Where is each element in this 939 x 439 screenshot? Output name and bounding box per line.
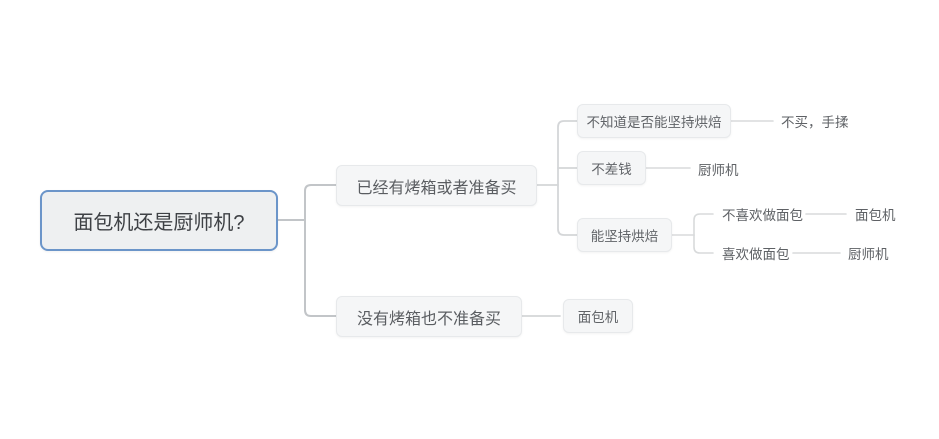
- leaf-stand-mixer-rich[interactable]: 厨师机: [698, 160, 739, 178]
- leaf-like-making-bread[interactable]: 喜欢做面包: [722, 244, 790, 262]
- leaf-dislike-making-bread[interactable]: 不喜欢做面包: [722, 205, 803, 223]
- connector-root-to-no-oven: [304, 219, 337, 317]
- node-unsure-persist-baking[interactable]: 不知道是否能坚持烘焙: [577, 104, 731, 138]
- node-can-persist-baking[interactable]: 能坚持烘焙: [577, 218, 672, 252]
- node-money-no-object[interactable]: 不差钱: [577, 151, 646, 185]
- node-persist-label: 能坚持烘焙: [590, 229, 659, 244]
- node-no-oven-label: 没有烤箱也不准备买: [356, 310, 501, 328]
- leaf-stand-mixer[interactable]: 厨师机: [848, 244, 889, 262]
- connector-root-to-has-oven: [304, 184, 337, 221]
- leaf-dislike-label: 不喜欢做面包: [722, 208, 803, 223]
- connector-persist-to-dislike: [693, 213, 714, 236]
- connector-to-persist: [557, 184, 578, 236]
- leaf-no-buy-hand-knead-label: 不买，手揉: [781, 115, 849, 130]
- node-bread-machine-result[interactable]: 面包机: [563, 299, 633, 333]
- node-has-oven-label: 已经有烤箱或者准备买: [356, 179, 517, 197]
- node-no-oven[interactable]: 没有烤箱也不准备买: [336, 296, 522, 337]
- leaf-no-buy-hand-knead[interactable]: 不买，手揉: [781, 112, 849, 130]
- leaf-like-label: 喜欢做面包: [722, 247, 790, 262]
- node-root-topic[interactable]: 面包机还是厨师机?: [40, 190, 278, 251]
- node-has-oven[interactable]: 已经有烤箱或者准备买: [336, 165, 537, 206]
- connector-persist-to-like: [693, 234, 714, 254]
- connector-to-unsure: [557, 120, 578, 186]
- node-bread-machine-result-label: 面包机: [577, 310, 619, 325]
- node-root-label: 面包机还是厨师机?: [73, 212, 245, 234]
- node-rich-label: 不差钱: [591, 162, 632, 177]
- leaf-stand-mixer-label: 厨师机: [848, 247, 889, 262]
- leaf-stand-mixer-rich-label: 厨师机: [698, 163, 739, 178]
- leaf-bread-machine-label: 面包机: [855, 208, 896, 223]
- leaf-bread-machine[interactable]: 面包机: [855, 205, 896, 223]
- node-unsure-label: 不知道是否能坚持烘焙: [586, 115, 722, 130]
